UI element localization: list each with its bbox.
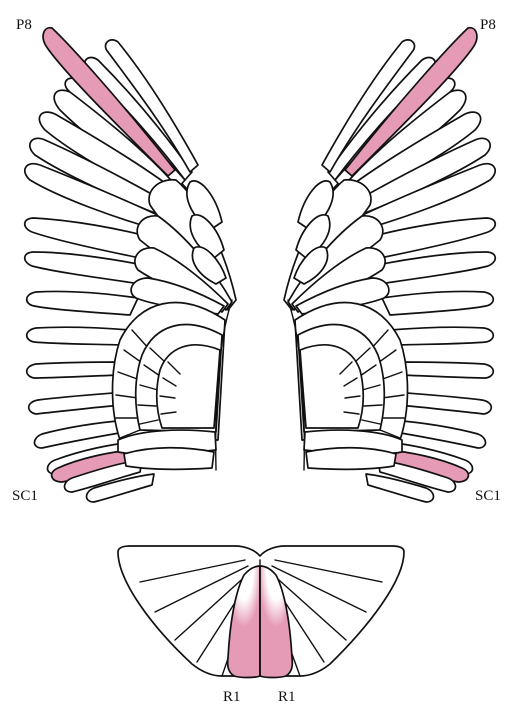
- right-wing: [284, 28, 495, 502]
- tail: [118, 546, 404, 678]
- right-secondary-feather: [382, 291, 493, 315]
- left-wing: [25, 28, 236, 502]
- left-inner-covert: [124, 448, 214, 470]
- right-inner-covert: [300, 345, 363, 428]
- label-tail-r1-left: R1: [223, 689, 241, 705]
- right-inner-coverts: [295, 303, 408, 470]
- right-secondary-feather: [390, 327, 493, 345]
- left-secondary-feather: [27, 362, 126, 378]
- left-inner-covert: [157, 345, 220, 428]
- label-left-p8: P8: [16, 17, 32, 33]
- left-secondary-feather: [29, 392, 126, 414]
- right-inner-covert: [306, 448, 396, 470]
- right-secondary-feather: [394, 392, 491, 414]
- right-secondary-feather: [394, 362, 493, 378]
- left-secondary-feather: [27, 327, 130, 345]
- left-inner-coverts: [113, 303, 226, 470]
- label-tail-r1-right: R1: [278, 689, 296, 705]
- label-right-sc1: SC1: [475, 488, 501, 504]
- label-left-sc1: SC1: [12, 488, 38, 504]
- label-right-p8: P8: [480, 17, 496, 33]
- left-secondary-feather: [27, 291, 138, 315]
